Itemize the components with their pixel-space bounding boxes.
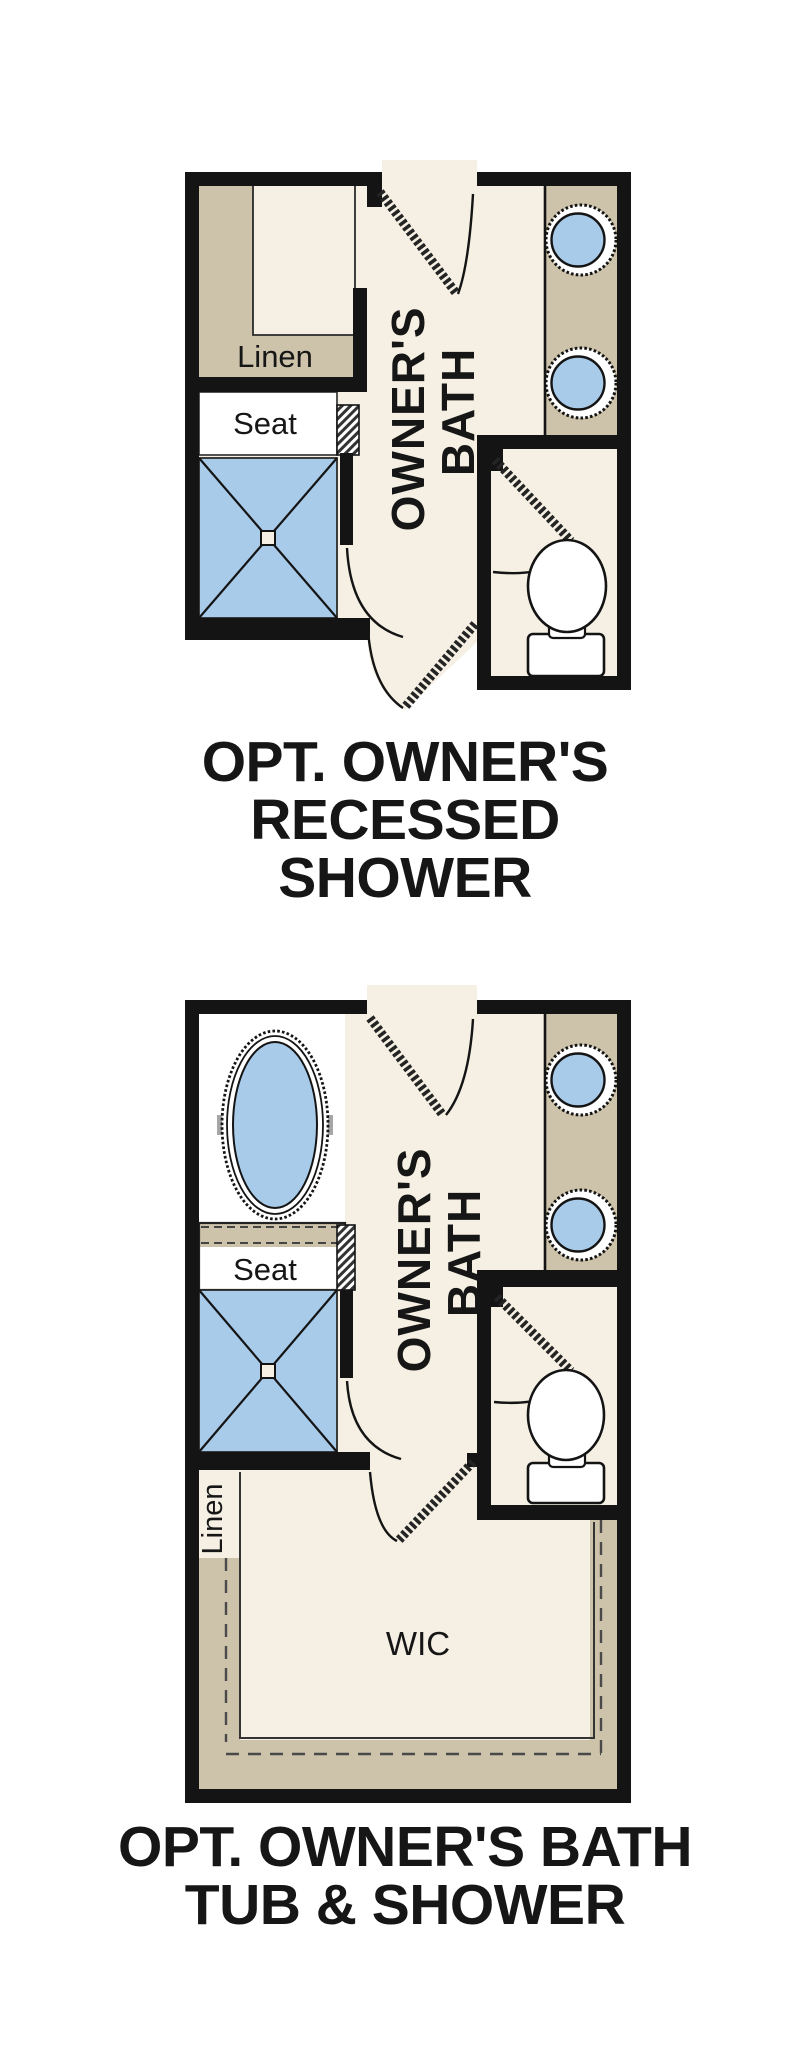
linen-shelf-bottom <box>199 335 355 377</box>
seat-label: Seat <box>233 1252 297 1287</box>
entry-door-top <box>376 189 475 296</box>
door-swing-arc <box>445 1018 475 1116</box>
door-leaf <box>376 189 460 296</box>
half-wall-hatch <box>336 1224 356 1291</box>
room-label: OWNER'S BATH <box>382 293 484 532</box>
sink-icon <box>544 1043 618 1117</box>
door-swing-arc <box>368 1471 398 1543</box>
door-swing-arc <box>345 547 404 639</box>
caption-line: OPT. OWNER'S <box>201 730 609 794</box>
caption-recessed-shower: OPT. OWNER'S RECESSED SHOWER <box>0 733 810 907</box>
closet-door <box>368 1458 477 1544</box>
vanity-counter <box>543 186 618 435</box>
toilet-icon <box>526 538 608 678</box>
entry-door-top <box>366 1015 475 1117</box>
walls <box>185 172 631 690</box>
door-swing-arc <box>456 193 475 295</box>
shower-seat: Seat <box>197 1221 356 1292</box>
caption-tub-shower: OPT. OWNER'S BATH TUB & SHOWER <box>0 1818 810 1934</box>
room-label: OWNER'S BATH <box>388 1134 490 1373</box>
half-wall-hatch <box>336 404 360 456</box>
sink-icon <box>544 203 618 277</box>
shower-drain <box>260 1363 276 1379</box>
walk-in-closet: WIC <box>199 1472 617 1789</box>
linen-label: Linen <box>237 339 313 374</box>
sink-icon <box>544 1188 618 1262</box>
caption-line: SHOWER <box>278 846 532 910</box>
floor-plan-tub-shower: Seat Linen WIC <box>185 985 631 1803</box>
door-swing-arc <box>366 629 404 709</box>
shower-seat: Seat <box>198 391 360 456</box>
room-label-line2: BATH <box>438 1189 490 1317</box>
room-label-line2: BATH <box>432 348 484 476</box>
linen-closet: Linen <box>199 186 356 377</box>
shower-drain <box>260 530 276 546</box>
floor-plan-recessed-shower: Linen Seat <box>185 160 631 710</box>
entry-door-bottom <box>366 621 479 710</box>
linen-recess-outline <box>252 186 355 336</box>
door-leaf <box>493 1293 575 1375</box>
door-leaf <box>491 456 575 545</box>
bathtub-icon <box>217 1029 333 1221</box>
caption-line: RECESSED <box>250 788 560 852</box>
caption-line: OPT. OWNER'S BATH <box>118 1815 693 1879</box>
wic-inner-outline <box>239 1472 595 1739</box>
linen-closet: Linen <box>197 1484 229 1555</box>
walls <box>185 1000 631 1803</box>
toilet-icon <box>526 1368 606 1505</box>
room-label-line1: OWNER'S <box>382 306 434 531</box>
wic-shelf-bottom <box>199 1740 617 1789</box>
tub-area <box>199 1014 345 1223</box>
room-label-line1: OWNER'S <box>388 1147 440 1372</box>
vanity-counter <box>543 1014 618 1270</box>
caption-line: TUB & SHOWER <box>184 1873 626 1937</box>
door-swing-arc <box>345 1380 402 1461</box>
seat-label: Seat <box>233 406 297 441</box>
wic-label: WIC <box>386 1625 450 1662</box>
shower-pan <box>198 457 404 639</box>
door-leaf <box>366 1015 446 1117</box>
sink-icon <box>544 346 618 420</box>
linen-label: Linen <box>197 1484 229 1555</box>
